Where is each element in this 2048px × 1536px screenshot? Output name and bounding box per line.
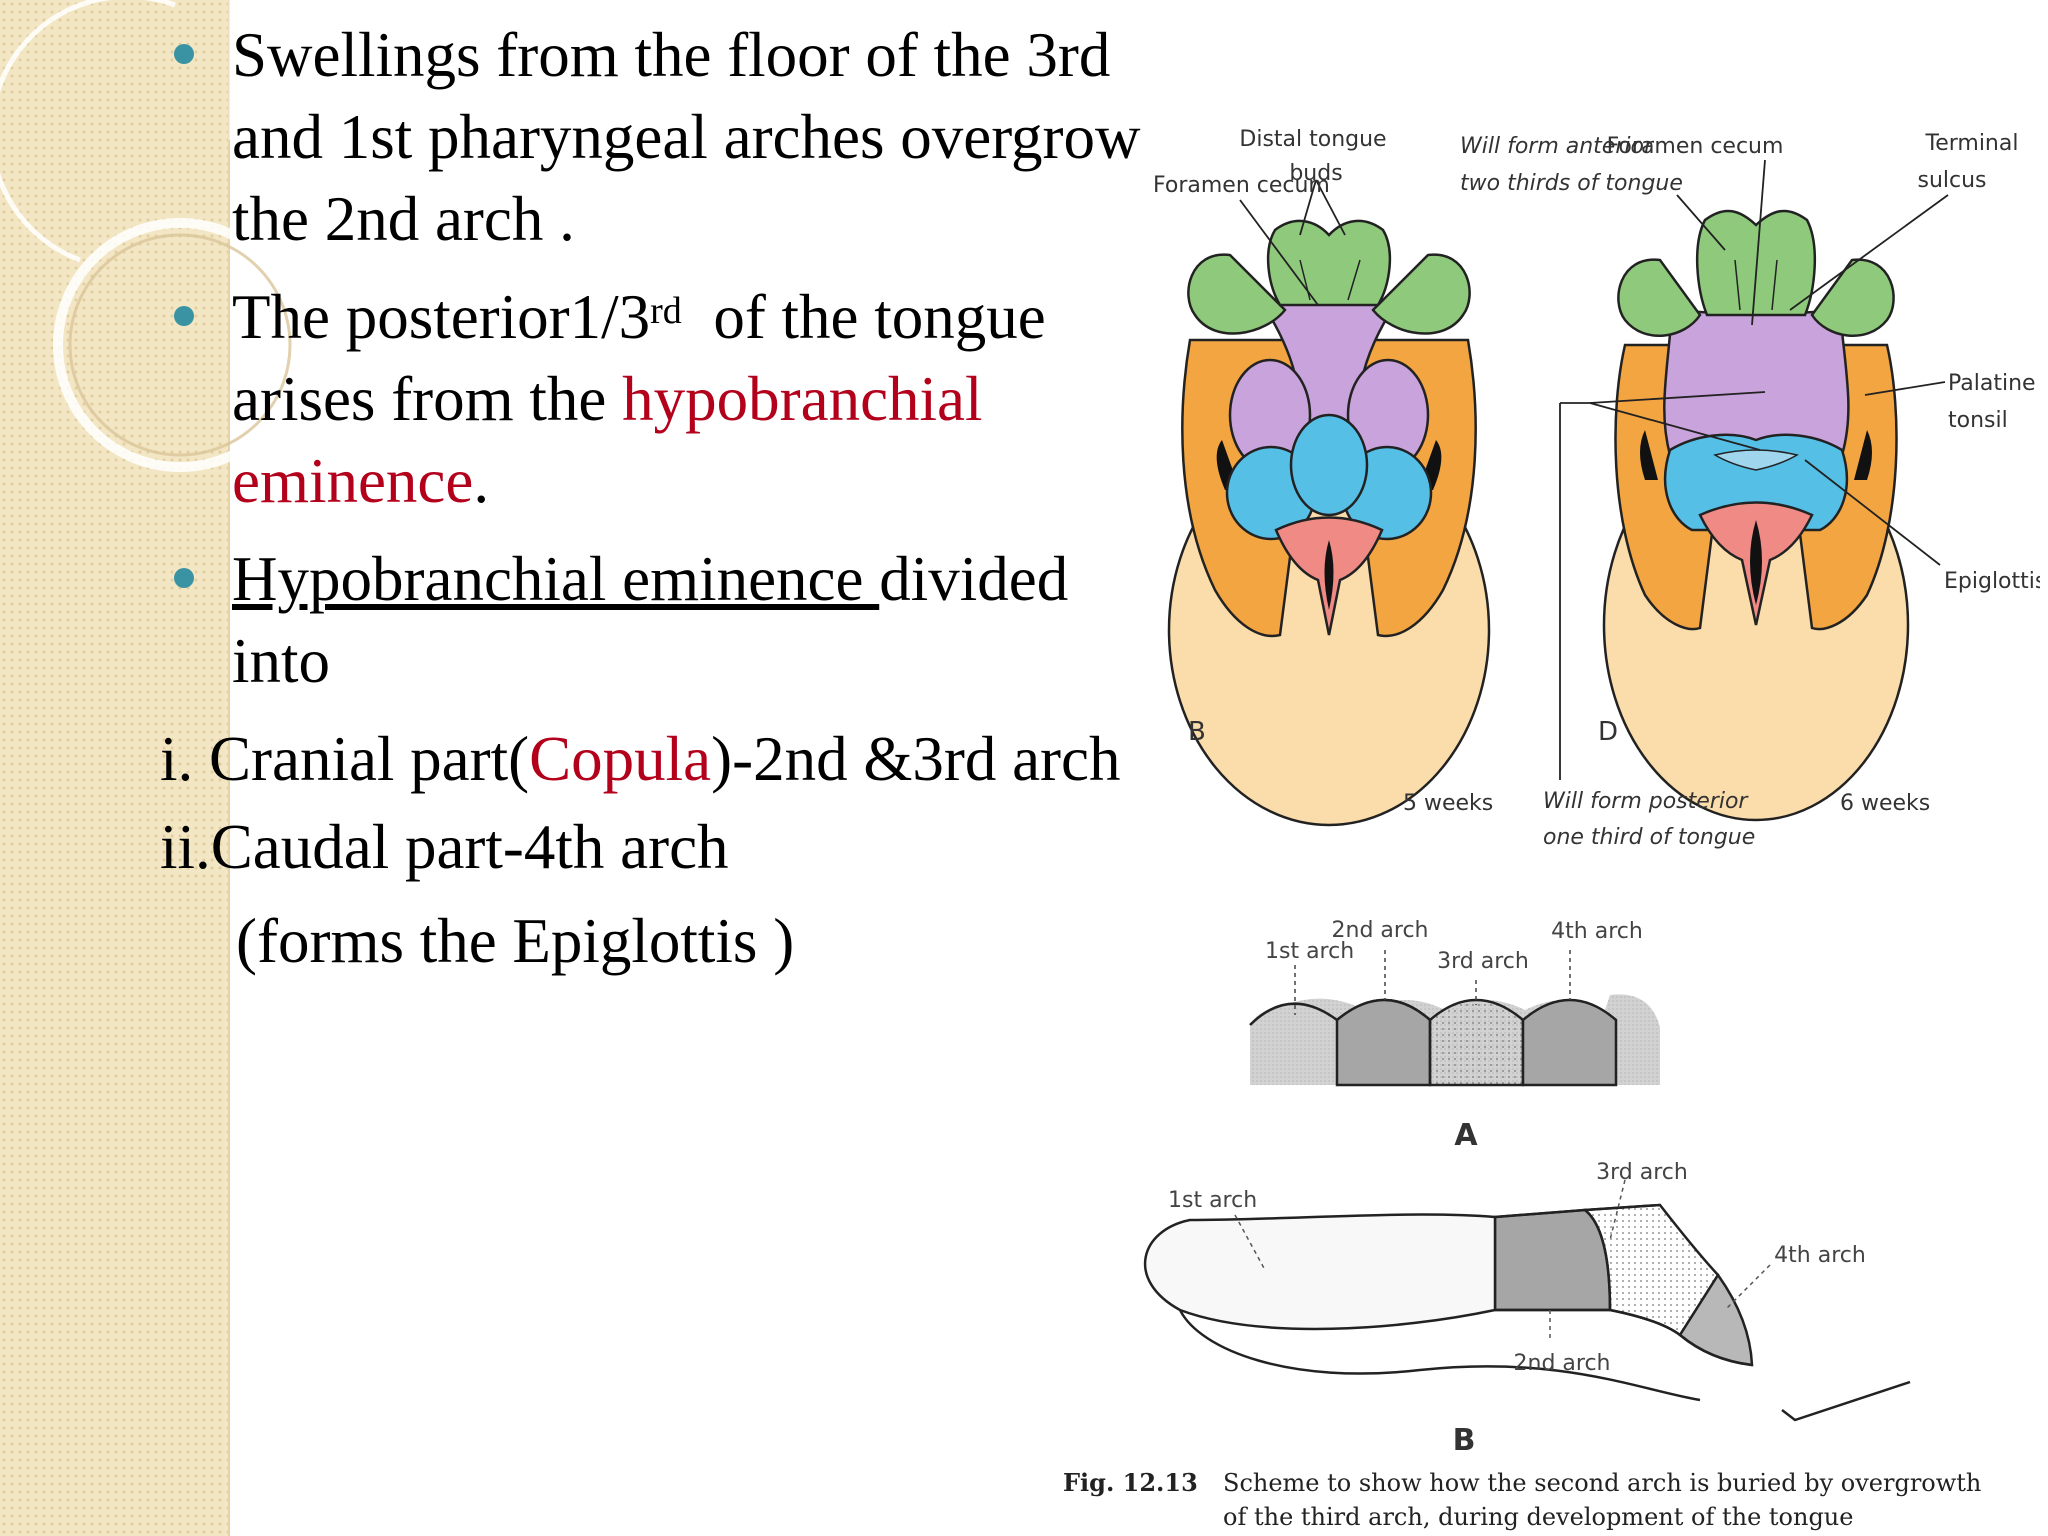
label-buds: buds bbox=[1289, 161, 1342, 186]
tongue-development-figure: Foramen cecum Distal tongue buds Will fo… bbox=[1143, 127, 2040, 1458]
label-epiglottis: Epiglottis bbox=[1944, 569, 2040, 594]
tongue-diagram-5-weeks bbox=[1167, 179, 1491, 827]
epiglottis-fold bbox=[1713, 449, 1799, 471]
green-left-swelling bbox=[1187, 253, 1287, 335]
sub-item-suffix: )-2nd &3rd arch bbox=[711, 724, 1121, 794]
bullet-dot-icon bbox=[174, 306, 194, 326]
sub-item-text: ii.Caudal part-4th arch bbox=[160, 812, 729, 882]
top-figure-labels: Foramen cecum Distal tongue buds Will fo… bbox=[1153, 127, 2040, 850]
label-panel-b: B bbox=[1188, 717, 1206, 747]
label-b-2nd-arch: 2nd arch bbox=[1514, 1351, 1611, 1376]
superscript: rd bbox=[650, 290, 682, 332]
bullet-text: . bbox=[473, 446, 490, 516]
sub-item-cranial: i. Cranial part(Copula)-2nd &3rd arch bbox=[160, 718, 1150, 800]
figure-caption: Fig. 12.13 Scheme to show how the second … bbox=[1063, 1466, 2043, 1534]
decorative-rings bbox=[0, 0, 307, 472]
bullet-dot-icon bbox=[174, 44, 194, 64]
label-palatine: Palatine bbox=[1948, 371, 2036, 396]
label-a-3rd-arch: 3rd arch bbox=[1437, 949, 1529, 974]
right-dark-pocket bbox=[1854, 430, 1872, 480]
bullet-text: divided into bbox=[232, 544, 1069, 696]
arches-diagram-a bbox=[1249, 950, 1660, 1087]
laryngeal-slit bbox=[1750, 520, 1762, 605]
label-sulcus: sulcus bbox=[1917, 168, 1986, 193]
caption-line-1: Scheme to show how the second arch is bu… bbox=[1223, 1469, 1982, 1497]
sub-item-caudal: ii.Caudal part-4th arch bbox=[160, 806, 1150, 888]
figure-number: Fig. 12.13 bbox=[1063, 1468, 1198, 1497]
bullet-posterior-third: The posterior1/3rd of the tongue arises … bbox=[160, 276, 1150, 522]
label-b-4th-arch: 4th arch bbox=[1774, 1243, 1866, 1268]
bullet-dot-icon bbox=[174, 568, 194, 588]
label-5-weeks: 5 weeks bbox=[1403, 791, 1493, 816]
label-will-form-posterior: Will form posterior bbox=[1543, 789, 1749, 814]
figure-a-labels: 1st arch 2nd arch 3rd arch 4th arch A bbox=[1265, 918, 1643, 1153]
underlined-term: Hypobranchial eminence bbox=[232, 544, 880, 614]
green-right-swelling bbox=[1810, 258, 1895, 338]
blue-center bbox=[1289, 413, 1369, 517]
bullet-swellings: Swellings from the floor of the 3rd and … bbox=[160, 14, 1150, 260]
label-one-third: one third of tongue bbox=[1543, 825, 1755, 850]
bullet-hypobranchial-divided: Hypobranchial eminence divided into bbox=[160, 538, 1150, 702]
label-panel-b-bottom: B bbox=[1453, 1423, 1476, 1458]
label-foramen-cecum-right: Foramen cecum bbox=[1607, 134, 1784, 159]
green-right-swelling bbox=[1371, 253, 1471, 335]
label-b-3rd-arch: 3rd arch bbox=[1596, 1160, 1688, 1185]
bullet-text: of the tongue arises from the bbox=[232, 282, 1062, 434]
label-a-4th-arch: 4th arch bbox=[1551, 919, 1643, 944]
label-tonsil: tonsil bbox=[1948, 408, 2008, 433]
highlight-term: Copula bbox=[529, 724, 712, 794]
arches-diagram-b bbox=[1143, 1179, 1911, 1422]
bullet-text: The posterior1/3 bbox=[232, 282, 651, 352]
label-distal-tongue: Distal tongue bbox=[1239, 127, 1386, 152]
green-left-swelling bbox=[1617, 258, 1702, 338]
green-distal-buds bbox=[1266, 219, 1392, 307]
label-two-thirds: two thirds of tongue bbox=[1460, 171, 1683, 196]
slide-text: Swellings from the floor of the 3rd and … bbox=[160, 14, 1150, 982]
sub-item-text: (forms the Epiglottis ) bbox=[236, 906, 795, 976]
sub-item-epiglottis-note: (forms the Epiglottis ) bbox=[160, 900, 1150, 982]
tongue-diagram-6-weeks bbox=[1559, 159, 1949, 822]
sub-item-prefix: i. Cranial part( bbox=[160, 724, 530, 794]
label-terminal: Terminal bbox=[1925, 131, 2019, 156]
label-6-weeks: 6 weeks bbox=[1840, 791, 1930, 816]
label-panel-a: A bbox=[1454, 1118, 1478, 1153]
label-will-form-anterior: Will form anterior bbox=[1460, 134, 1655, 159]
bullet-text: Swellings from the floor of the 3rd and … bbox=[232, 20, 1141, 254]
left-slit bbox=[1324, 540, 1334, 610]
figure-b-labels: 1st arch 3rd arch 4th arch 2nd arch B bbox=[1168, 1160, 1866, 1458]
label-a-2nd-arch: 2nd arch bbox=[1332, 918, 1429, 943]
highlight-term: hypobranchial eminence bbox=[232, 364, 983, 516]
caption-line-2: of the third arch, during development of… bbox=[1223, 1503, 1854, 1531]
label-foramen-cecum-left: Foramen cecum bbox=[1153, 173, 1330, 198]
left-dark-pocket bbox=[1640, 430, 1658, 480]
label-panel-d: D bbox=[1598, 717, 1618, 747]
label-b-1st-arch: 1st arch bbox=[1168, 1188, 1257, 1213]
label-a-1st-arch: 1st arch bbox=[1265, 939, 1354, 964]
blue-epiglottal-region bbox=[1663, 433, 1849, 532]
